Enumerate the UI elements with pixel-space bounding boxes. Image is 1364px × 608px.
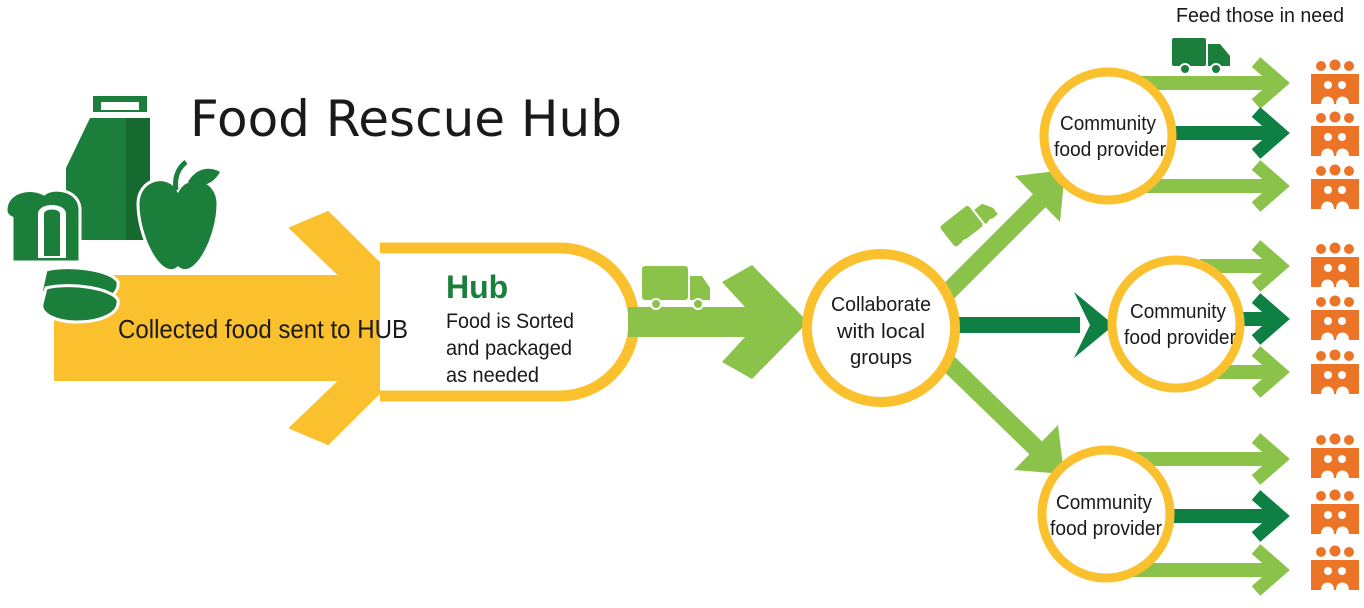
provider-3-line-1: Community — [1056, 492, 1152, 514]
people-group-icon — [1311, 59, 1359, 104]
collaborate-to-provider-3-arrow — [938, 353, 1064, 474]
provider-3-circle — [1037, 445, 1175, 583]
provider-1-line-2: food provider — [1054, 139, 1166, 161]
hub-to-collaborate-arrow — [628, 265, 808, 379]
hub-line-2: and packaged — [446, 337, 572, 360]
delivery-truck-icon — [642, 266, 710, 310]
people-column — [1311, 59, 1359, 590]
provider-2-line-1: Community — [1130, 301, 1226, 323]
provider-3-line-2: food provider — [1050, 518, 1162, 540]
people-group-icon — [1311, 433, 1359, 478]
people-group-icon — [1311, 545, 1359, 590]
people-group-icon — [1311, 111, 1359, 156]
people-group-icon — [1311, 242, 1359, 287]
food-groceries-icon — [4, 96, 220, 324]
collaborate-line-3: groups — [850, 347, 912, 369]
collaborate-line-2: with local — [836, 321, 925, 343]
feed-label: Feed those in need — [1176, 5, 1344, 27]
delivery-truck-icon — [940, 203, 998, 249]
collaborate-line-1: Collaborate — [831, 294, 931, 316]
delivery-truck-icon — [1172, 38, 1230, 75]
people-group-icon — [1311, 295, 1359, 340]
hub-line-1: Food is Sorted — [446, 310, 574, 333]
provider-1-outputs — [1140, 57, 1290, 212]
people-group-icon — [1311, 489, 1359, 534]
provider-2-circle — [1107, 255, 1245, 393]
people-group-icon — [1311, 164, 1359, 209]
hub-heading: Hub — [446, 269, 508, 305]
provider-1-circle — [1039, 67, 1177, 205]
page-title: Food Rescue Hub — [190, 90, 622, 148]
provider-3-outputs — [1130, 433, 1290, 596]
collaborate-to-provider-1-arrow — [938, 170, 1065, 302]
collaborate-to-provider-2-arrow — [958, 292, 1114, 358]
collaborate-circle — [802, 249, 960, 407]
provider-2-line-2: food provider — [1124, 327, 1236, 349]
collected-food-label: Collected food sent to HUB — [118, 314, 408, 344]
people-group-icon — [1311, 349, 1359, 394]
hub-line-3: as needed — [446, 364, 539, 387]
provider-1-line-1: Community — [1060, 113, 1156, 135]
